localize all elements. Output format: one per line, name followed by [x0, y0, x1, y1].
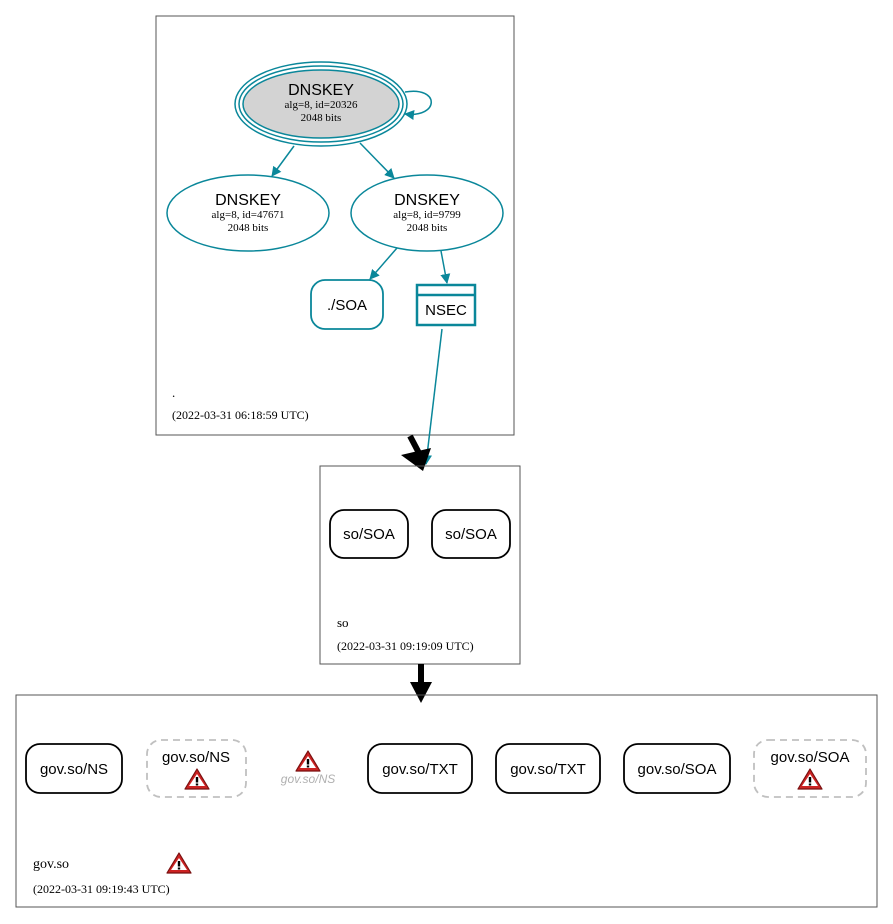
dnskey-title: DNSKEY — [394, 192, 460, 209]
govso-txt-label: gov.so/TXT — [510, 761, 586, 778]
so-soa-label: so/SOA — [445, 526, 497, 543]
zone-root-box — [155, 15, 515, 436]
zone-root: . (2022-03-31 06:18:59 UTC) — [155, 15, 515, 436]
self-sign-edge — [404, 90, 432, 120]
govso-ns-label: gov.so/NS — [162, 749, 230, 766]
govso-ns-warning-node[interactable]: gov.so/NS — [146, 739, 247, 798]
dnskey-title: DNSKEY — [288, 82, 354, 99]
zone-gov-so-name: gov.so — [33, 857, 69, 872]
govso-txt-label: gov.so/TXT — [382, 761, 458, 778]
dnskey-detail: alg=8, id=47671 — [212, 209, 285, 221]
warning-icon — [295, 750, 321, 772]
dnskey-title: DNSKEY — [215, 192, 281, 209]
so-soa-node-1[interactable]: so/SOA — [329, 509, 409, 559]
dnskey-node-20326[interactable]: DNSKEY alg=8, id=20326 2048 bits — [234, 61, 408, 147]
zone-root-name: . — [172, 385, 175, 400]
zone-gov-so: gov.so (2022-03-31 09:19:43 UTC) — [15, 694, 878, 908]
nsec-label: NSEC — [425, 302, 467, 319]
govso-ns-node[interactable]: gov.so/NS — [25, 743, 123, 794]
nsec-node[interactable]: NSEC — [415, 283, 477, 327]
delegation-arrowhead — [401, 448, 431, 471]
zone-so-name: so — [337, 615, 349, 630]
sign-edge — [440, 250, 451, 284]
so-soa-label: so/SOA — [343, 526, 395, 543]
so-soa-node-2[interactable]: so/SOA — [431, 509, 511, 559]
zone-so-timestamp: (2022-03-31 09:19:09 UTC) — [337, 639, 474, 653]
govso-soa-label: gov.so/SOA — [771, 749, 850, 766]
zone-gov-so-timestamp: (2022-03-31 09:19:43 UTC) — [33, 882, 170, 896]
govso-ns-missing-label: gov.so/NS — [281, 772, 335, 786]
govso-soa-node[interactable]: gov.so/SOA — [623, 743, 731, 794]
delegation-arrowhead — [410, 682, 432, 703]
root-soa-node[interactable]: ./SOA — [310, 279, 384, 330]
root-soa-label: ./SOA — [327, 297, 367, 314]
warning-icon — [166, 852, 192, 874]
govso-txt-node-2[interactable]: gov.so/TXT — [495, 743, 601, 794]
dnskey-detail: alg=8, id=20326 — [285, 99, 358, 111]
sign-edge — [369, 247, 398, 280]
govso-soa-label: gov.so/SOA — [638, 761, 717, 778]
dnskey-detail: alg=8, id=9799 — [393, 209, 461, 221]
zone-gov-so-box — [15, 694, 878, 908]
dnskey-bits: 2048 bits — [301, 112, 342, 124]
govso-ns-missing-node[interactable]: gov.so/NS — [281, 750, 335, 786]
dnskey-node-47671[interactable]: DNSKEY alg=8, id=47671 2048 bits — [166, 174, 330, 252]
dnskey-bits: 2048 bits — [407, 222, 448, 234]
sign-edge — [359, 142, 395, 179]
govso-ns-label: gov.so/NS — [40, 761, 108, 778]
govso-soa-warning-node[interactable]: gov.so/SOA — [753, 739, 867, 798]
nsec-proof-edge — [422, 328, 443, 465]
dnskey-bits: 2048 bits — [228, 222, 269, 234]
govso-txt-node-1[interactable]: gov.so/TXT — [367, 743, 473, 794]
dnskey-node-9799[interactable]: DNSKEY alg=8, id=9799 2048 bits — [350, 174, 504, 252]
zone-root-timestamp: (2022-03-31 06:18:59 UTC) — [172, 408, 309, 422]
zone-so-box — [319, 465, 521, 665]
sign-edge — [271, 145, 295, 177]
zone-so: so (2022-03-31 09:19:09 UTC) — [319, 465, 521, 665]
